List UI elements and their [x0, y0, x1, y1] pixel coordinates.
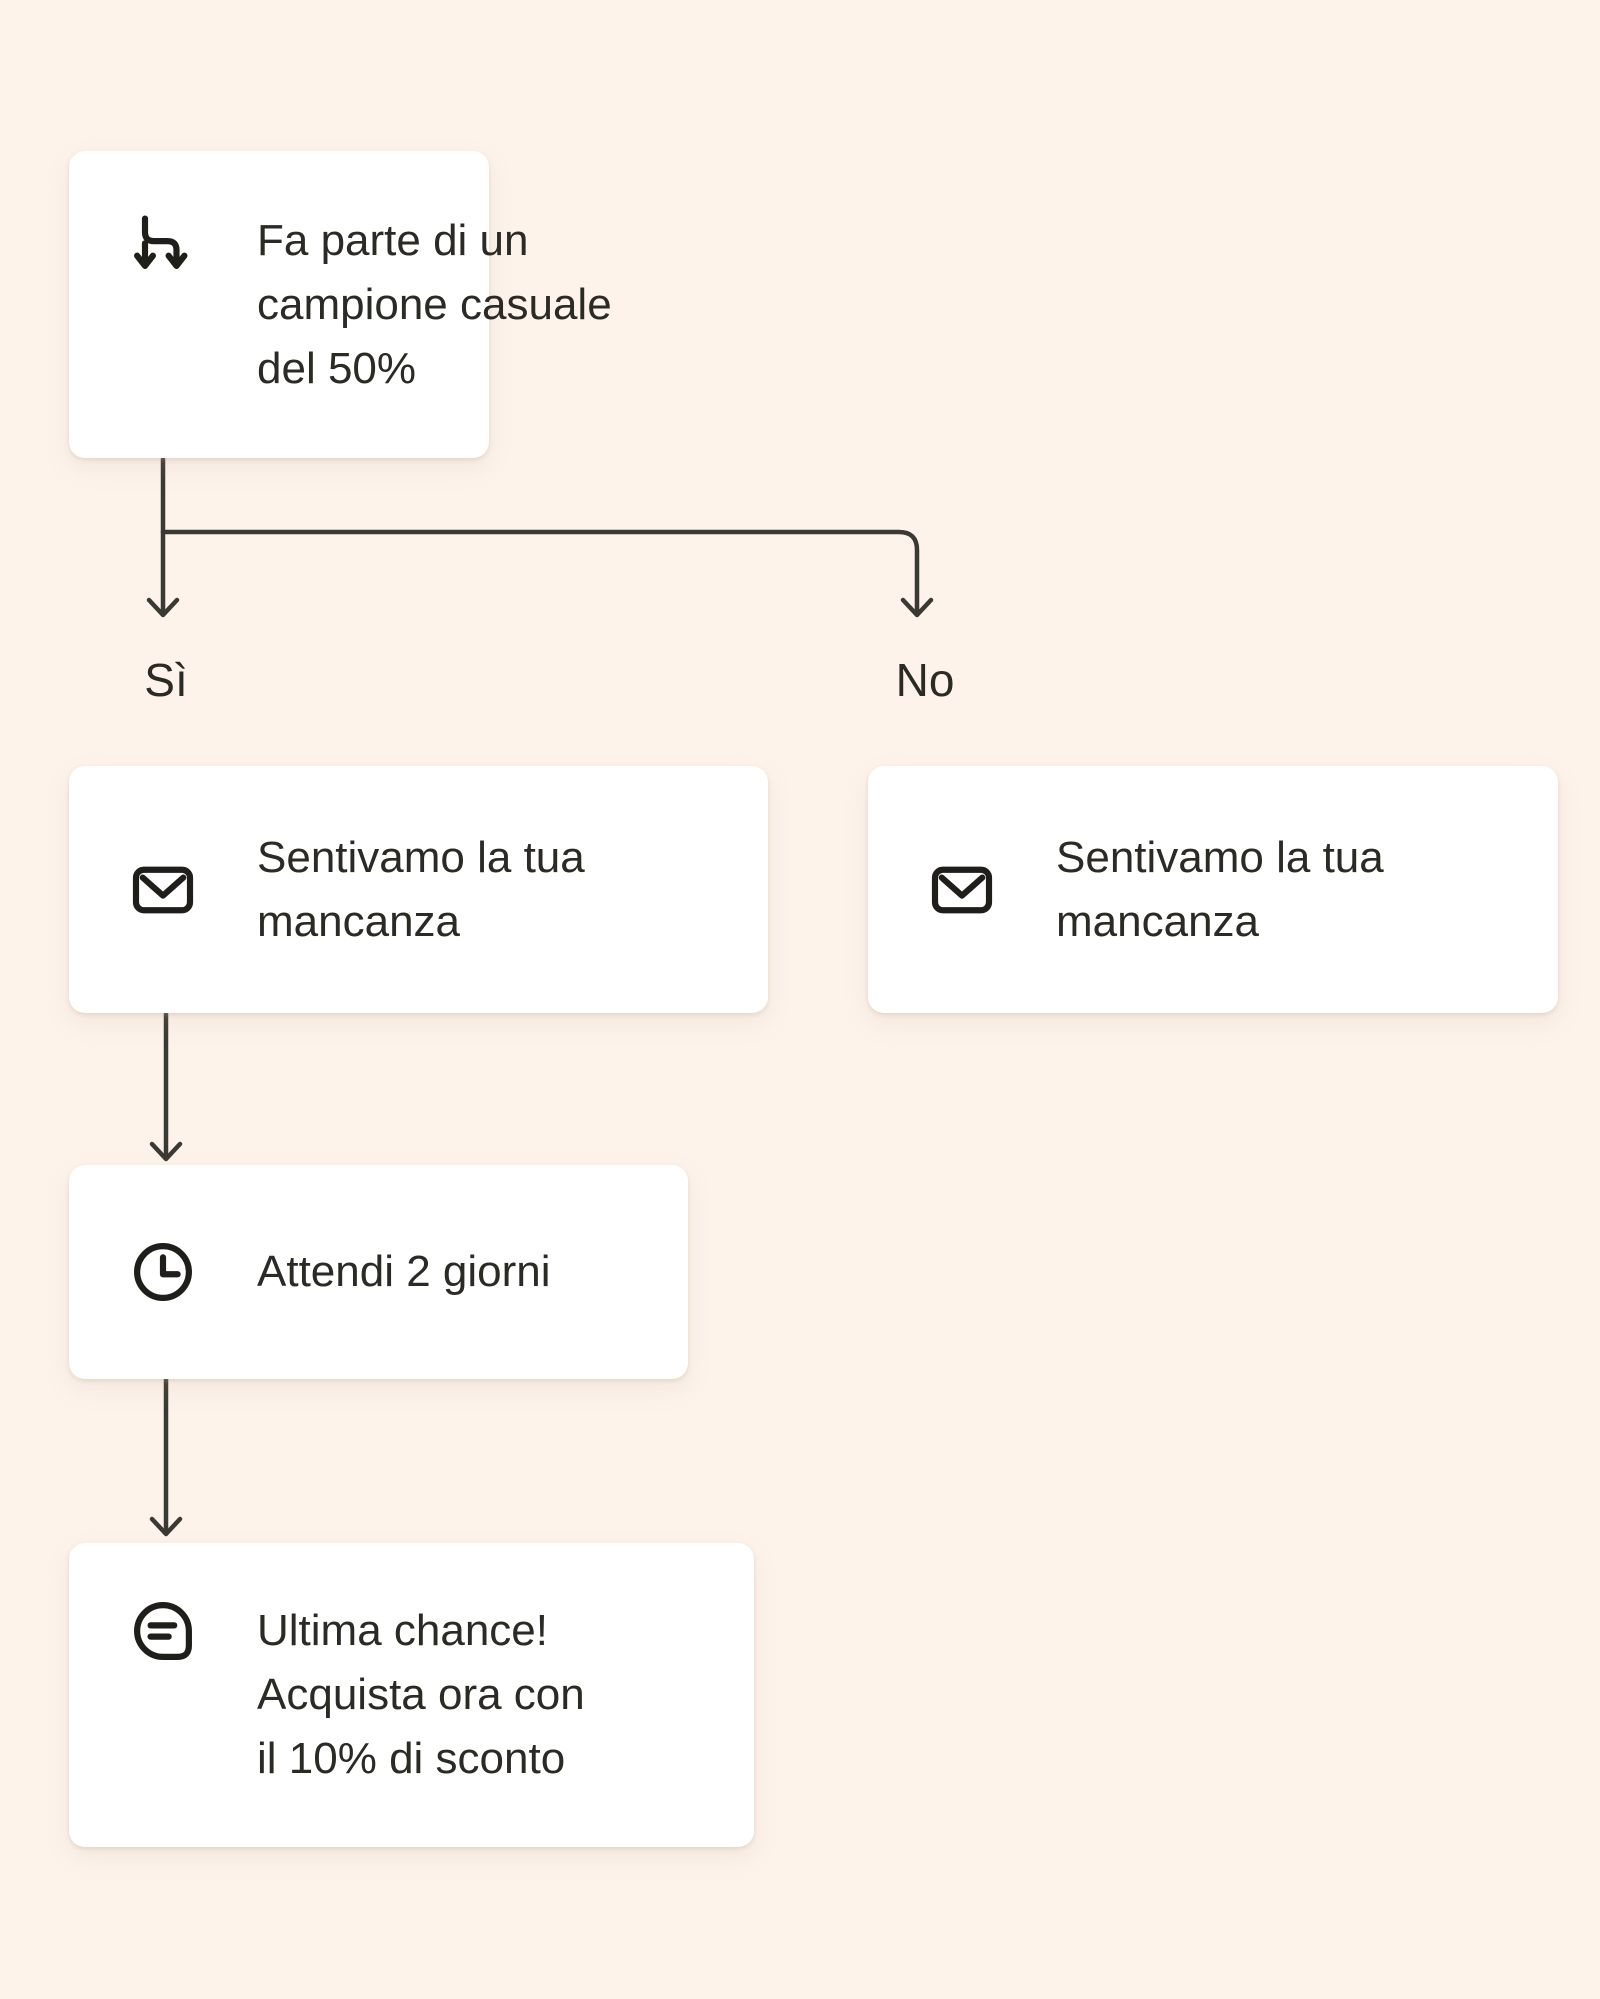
node-label: Fa parte di un campione casuale del 50%: [257, 215, 612, 393]
split-branch-icon: [127, 213, 199, 285]
node-label: Ultima chance! Acquista ora con il 10% d…: [257, 1606, 585, 1783]
node-email-no[interactable]: Sentivamo la tua mancanza: [868, 766, 1558, 1013]
arrowhead-wait: [149, 1141, 183, 1162]
node-random-split[interactable]: Fa parte di un campione casuale del 50%: [69, 151, 612, 458]
arrowhead-sms: [149, 1516, 183, 1537]
node-wait-2-days[interactable]: Attendi 2 giorni: [69, 1165, 688, 1379]
arrowhead-no: [900, 597, 934, 618]
connector-split-to-no: [160, 529, 920, 614]
branch-label-yes: Sì: [144, 654, 188, 706]
node-email-yes[interactable]: Sentivamo la tua mancanza: [69, 766, 768, 1013]
node-label: Sentivamo la tua mancanza: [1056, 832, 1384, 946]
node-label: Sentivamo la tua mancanza: [257, 832, 585, 946]
clock-icon: [127, 1236, 199, 1308]
email-icon: [926, 854, 998, 926]
arrowhead-yes: [146, 597, 180, 618]
node-label: Attendi 2 giorni: [257, 1247, 551, 1296]
node-last-chance-message[interactable]: Ultima chance! Acquista ora con il 10% d…: [69, 1543, 754, 1847]
email-icon: [127, 854, 199, 926]
chat-bubble-icon: [127, 1595, 199, 1667]
branch-label-no: No: [895, 654, 955, 706]
